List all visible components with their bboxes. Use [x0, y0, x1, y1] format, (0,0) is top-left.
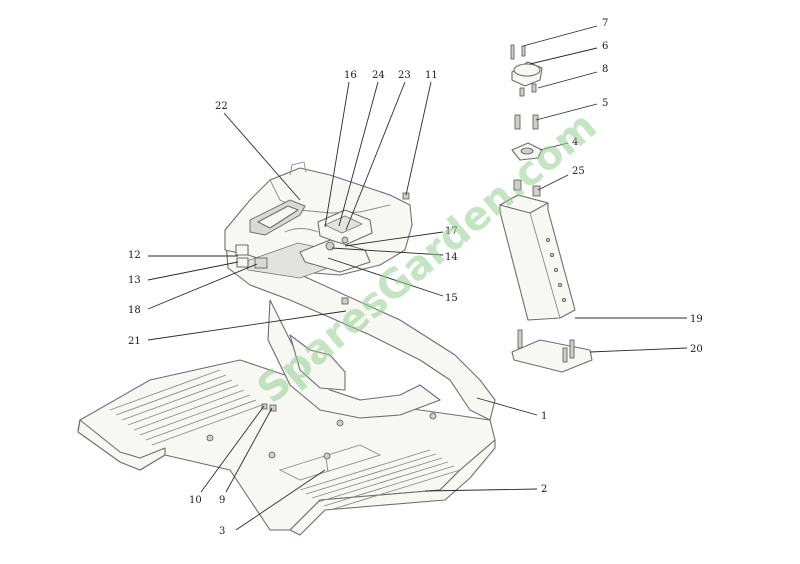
callout-8: 8: [602, 64, 608, 75]
left-tread: [109, 369, 263, 446]
callout-4: 4: [572, 137, 578, 148]
callout-18: 18: [128, 305, 141, 316]
callout-6: 6: [602, 41, 608, 52]
callout-12: 12: [128, 250, 141, 261]
callout-24: 24: [372, 70, 385, 81]
callout-23: 23: [398, 70, 411, 81]
callout-22: 22: [215, 101, 228, 112]
callout-5: 5: [602, 98, 608, 109]
callout-7: 7: [602, 18, 608, 29]
footboard: [77, 359, 496, 536]
callout-25: 25: [572, 166, 585, 177]
callout-10: 10: [189, 495, 202, 506]
callout-19: 19: [690, 314, 703, 325]
callout-21: 21: [128, 336, 141, 347]
callout-16: 16: [344, 70, 357, 81]
callout-20: 20: [690, 344, 703, 355]
callout-3: 3: [219, 526, 225, 537]
leader-lines: [147, 25, 688, 531]
callout-1: 1: [541, 411, 547, 422]
callout-17: 17: [445, 226, 458, 237]
callout-labels: 7 6 8 5 4 25 19 20 1 2 3 9 10 21 18 13 1…: [128, 18, 703, 537]
right-tread: [299, 449, 461, 511]
callout-2: 2: [541, 484, 547, 495]
callout-9: 9: [219, 495, 225, 506]
callout-11: 11: [425, 70, 438, 81]
panel-components: [235, 192, 410, 473]
callout-14: 14: [445, 252, 458, 263]
callout-15: 15: [445, 293, 458, 304]
steering-column: [499, 44, 593, 373]
callout-13: 13: [128, 275, 141, 286]
